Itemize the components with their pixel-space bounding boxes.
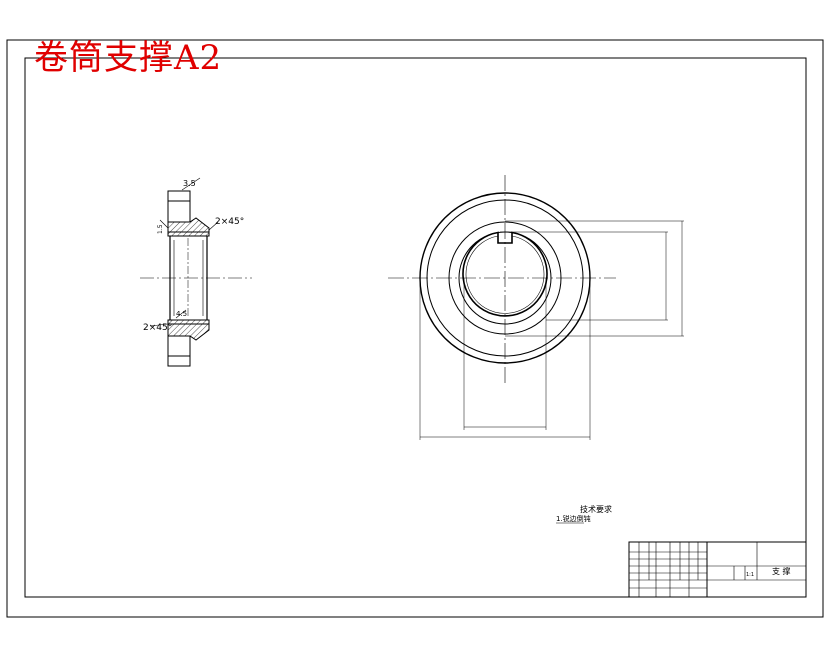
chamfer-lower-label: 2×45° [143,323,172,333]
scale-value: 1:1 [746,572,754,578]
tech-req-item: 1.锐边倒钝 [556,514,591,523]
dim-side-label: 1.5 [157,224,164,234]
dim-lower-label: 4.5 [176,310,187,318]
tech-req-heading: 技术要求 [580,504,612,514]
drawing-title: 卷筒支撑A2 [34,38,223,78]
front-view [388,175,684,440]
part-name: 支 撑 [772,566,791,576]
chamfer-upper-label: 2×45° [215,217,244,227]
dim-top-label: 3.5 [183,179,196,188]
title-block [628,541,807,598]
side-section-view [140,177,252,367]
outer-border [6,39,824,618]
inner-border [24,57,807,598]
